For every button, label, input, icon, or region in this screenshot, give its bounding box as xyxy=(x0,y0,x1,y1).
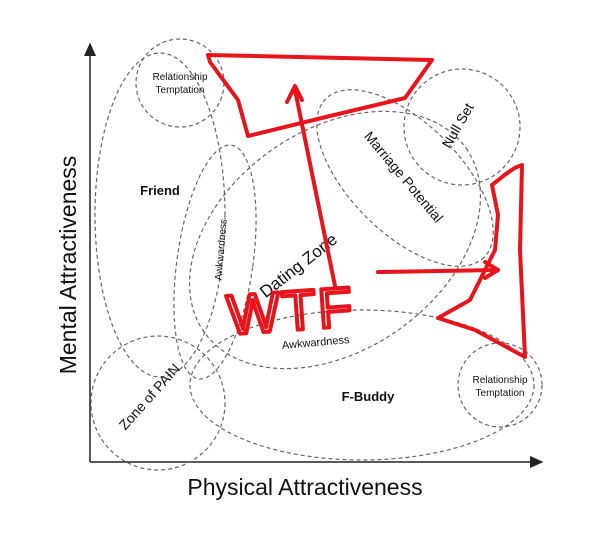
zone-of-pain-label: Zone of PAIN xyxy=(116,360,183,432)
awkwardness-vertical-label: Awkwardness xyxy=(213,219,229,281)
null-set-zone xyxy=(403,68,521,186)
f-buddy-label: F-Buddy xyxy=(342,389,395,404)
friend-label: Friend xyxy=(140,183,180,198)
red-annotation: WTF xyxy=(206,53,527,359)
awkwardness-vertical-zone xyxy=(173,144,257,380)
relationship-temptation-top-line2: Temptation xyxy=(156,85,205,96)
null-set-label: Null Set xyxy=(438,100,476,151)
relationship-temptation-top-line1: Relationship xyxy=(152,72,207,83)
marriage-potential-zone xyxy=(316,89,494,267)
relationship-temptation-top-zone xyxy=(135,38,225,128)
relationship-temptation-bottom-line1: Relationship xyxy=(472,375,527,386)
y-axis-label: Mental Attractiveness xyxy=(55,156,81,375)
wtf-handwritten-text: WTF xyxy=(225,275,356,347)
dating-zone xyxy=(188,110,482,370)
awkwardness-horizontal-label: Awkwardness xyxy=(282,334,351,352)
right-scribble-shape xyxy=(436,163,527,359)
up-arrow xyxy=(285,84,337,288)
top-scribble-shape xyxy=(206,53,434,138)
friend-zone xyxy=(94,52,226,378)
zone-of-pain xyxy=(90,335,226,471)
relationship-temptation-bottom-line2: Temptation xyxy=(476,388,525,399)
f-buddy-zone xyxy=(189,309,535,461)
marriage-potential-label: Marriage Potential xyxy=(361,128,446,225)
x-axis-label: Physical Attractiveness xyxy=(187,474,422,500)
